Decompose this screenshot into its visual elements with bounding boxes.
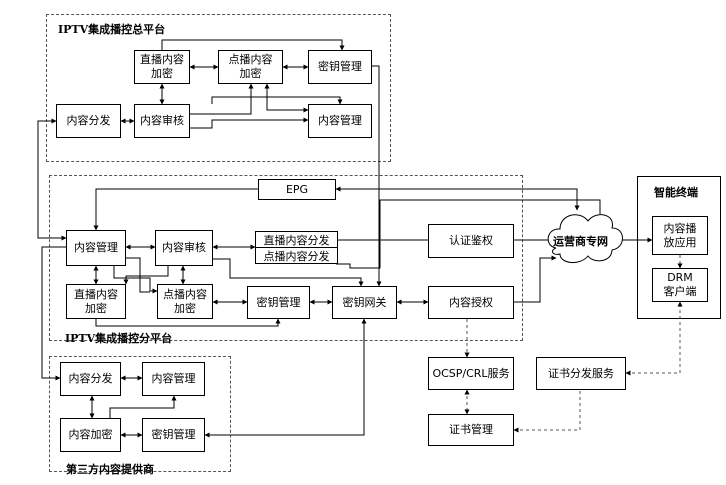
third-content-encrypt-box: 内容加密 — [60, 418, 121, 452]
branch-content-review-box: 内容审核 — [155, 230, 213, 266]
master-vod-encrypt-box: 点播内容 加密 — [218, 50, 283, 84]
branch-platform-label: IPTV集成播控分平台 — [65, 332, 173, 345]
ocsp-crl-service-box: OCSP/CRL服务 — [428, 357, 514, 390]
cert-mgmt-box: 证书管理 — [428, 414, 514, 446]
master-platform-frame — [46, 14, 391, 162]
branch-content-license-box: 内容授权 — [428, 286, 514, 319]
terminal-label: 智能终端 — [654, 186, 698, 199]
master-key-mgmt-box: 密钥管理 — [308, 50, 372, 84]
master-content-review-box: 内容审核 — [134, 104, 190, 138]
third-content-distribute-box: 内容分发 — [60, 362, 121, 396]
master-content-mgmt-box: 内容管理 — [308, 104, 372, 138]
branch-live-encrypt-box: 直播内容 加密 — [66, 284, 126, 319]
terminal-drm-client-box: DRM 客户端 — [652, 268, 708, 302]
connector-cert-certdist — [513, 390, 581, 433]
branch-live-distribute-box: 直播内容分发 — [255, 231, 338, 248]
cert-distribute-service-box: 证书分发服务 — [536, 357, 626, 390]
branch-content-mgmt-box: 内容管理 — [66, 230, 126, 266]
master-platform-label: IPTV集成播控总平台 — [58, 23, 166, 36]
third-party-label: 第三方内容提供商 — [66, 463, 154, 476]
branch-epg-box: EPG — [258, 179, 336, 200]
branch-auth-box: 认证鉴权 — [428, 224, 514, 258]
branch-key-mgmt-box: 密钥管理 — [247, 286, 310, 319]
terminal-player-app-box: 内容播 放应用 — [652, 216, 708, 255]
third-key-mgmt-box: 密钥管理 — [142, 418, 205, 452]
operator-network-label: 运营商专网 — [553, 235, 608, 248]
branch-vod-encrypt-box: 点播内容 加密 — [157, 284, 213, 319]
branch-vod-distribute-box: 点播内容分发 — [255, 247, 338, 264]
master-live-encrypt-box: 直播内容 加密 — [134, 50, 190, 84]
branch-key-gateway-box: 密钥网关 — [332, 286, 397, 319]
master-content-distribute-box: 内容分发 — [56, 104, 121, 138]
third-content-mgmt-box: 内容管理 — [142, 362, 205, 396]
